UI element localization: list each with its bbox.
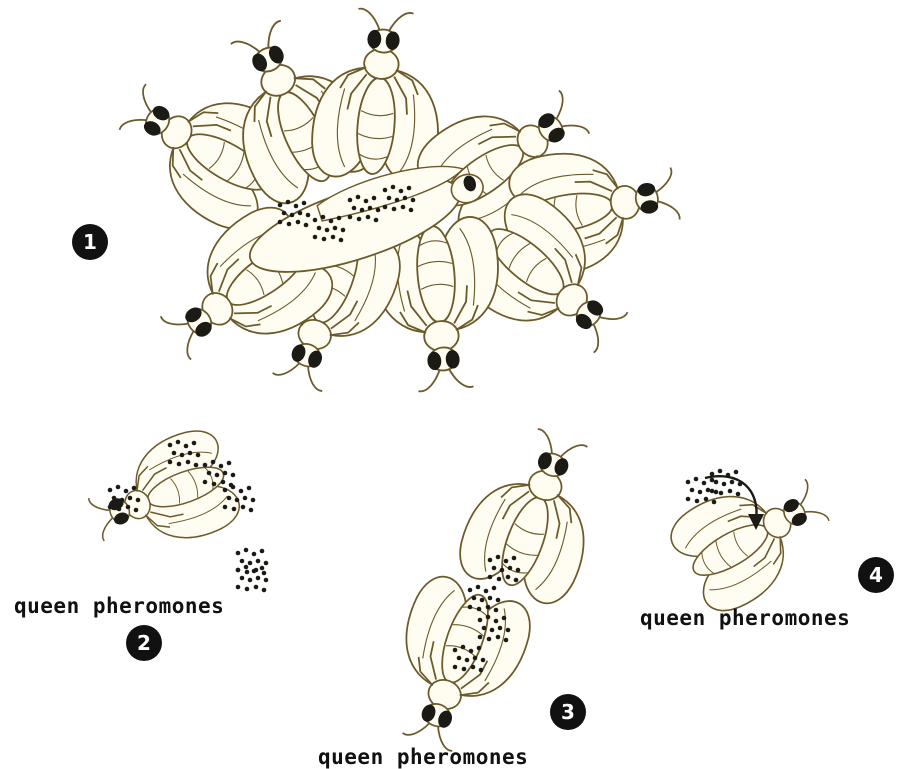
step-badge-4: 4 [858, 557, 894, 593]
step-badge-1: 1 [72, 224, 108, 260]
caption-3: queen pheromones [318, 745, 528, 769]
caption-2: queen pheromones [14, 594, 224, 618]
worker-pheromone-absorb-group [662, 453, 844, 621]
worker-pheromone-contact-group [78, 423, 268, 592]
step-badge-3: 3 [550, 694, 586, 730]
caption-4: queen pheromones [640, 606, 850, 630]
step-badge-2: 2 [126, 625, 162, 661]
queen-court-group [102, 5, 685, 403]
